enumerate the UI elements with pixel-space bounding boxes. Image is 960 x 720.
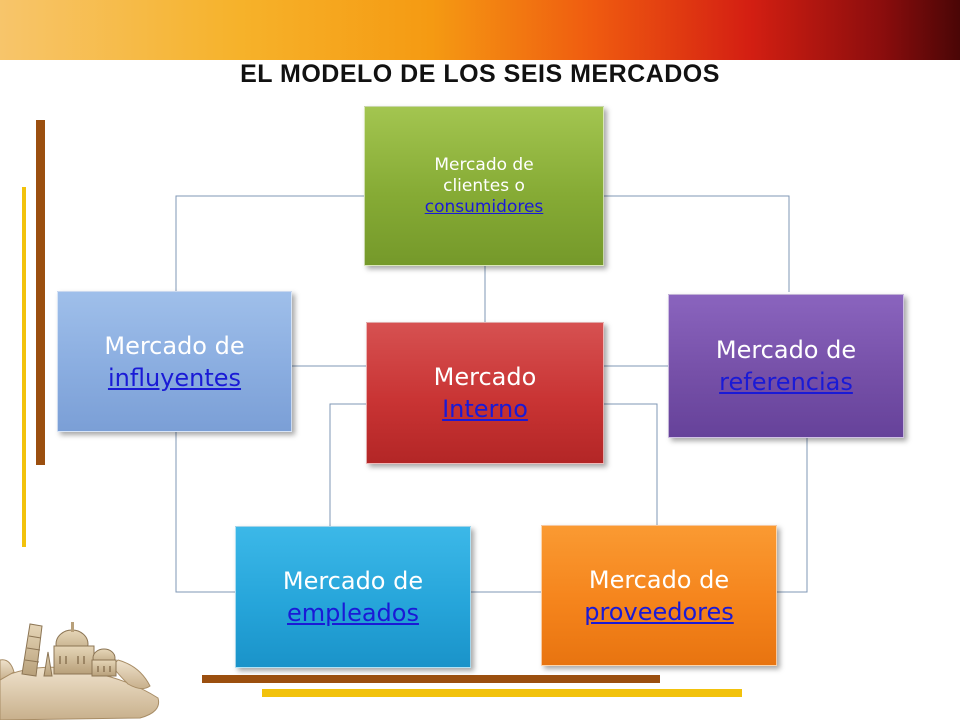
connector-influyentes-empleados — [175, 430, 235, 593]
left-gold-bar — [22, 187, 26, 547]
connector-interno-proveedores — [602, 403, 658, 526]
node-empleados-line1: Mercado de — [282, 567, 424, 595]
node-clientes-line1: Mercado de — [434, 154, 534, 175]
node-referencias-line1: Mercado de — [715, 336, 857, 364]
connector-interno-empleados — [329, 403, 366, 526]
top-banner — [0, 0, 960, 60]
connector-clientes-referencias — [602, 195, 790, 292]
bottom-gold-bar — [262, 689, 742, 697]
node-mercado-clientes: Mercado de clientes o consumidores — [364, 106, 604, 266]
link-interno[interactable]: Interno — [442, 395, 528, 423]
connector-referencias-proveedores — [775, 436, 808, 593]
node-mercado-interno: Mercado Interno — [366, 322, 604, 464]
link-empleados[interactable]: empleados — [287, 599, 419, 627]
node-mercado-referencias: Mercado de referencias — [668, 294, 904, 438]
node-clientes-line2: clientes o — [443, 175, 525, 196]
node-influyentes-line1: Mercado de — [104, 331, 245, 360]
hand-with-monuments-image — [0, 622, 160, 720]
node-mercado-proveedores: Mercado de proveedores — [541, 525, 777, 666]
left-brown-bar — [36, 120, 45, 465]
bottom-brown-bar — [202, 675, 660, 683]
connector-clientes-influyentes — [175, 195, 366, 292]
link-referencias[interactable]: referencias — [719, 368, 853, 396]
link-proveedores[interactable]: proveedores — [584, 597, 734, 626]
node-mercado-empleados: Mercado de empleados — [235, 526, 471, 668]
link-consumidores[interactable]: consumidores — [424, 196, 544, 217]
page-title: EL MODELO DE LOS SEIS MERCADOS — [240, 60, 720, 88]
node-mercado-influyentes: Mercado de influyentes — [57, 291, 292, 432]
node-interno-line1: Mercado — [433, 363, 537, 391]
link-influyentes[interactable]: influyentes — [107, 363, 242, 392]
node-proveedores-line1: Mercado de — [588, 565, 730, 594]
